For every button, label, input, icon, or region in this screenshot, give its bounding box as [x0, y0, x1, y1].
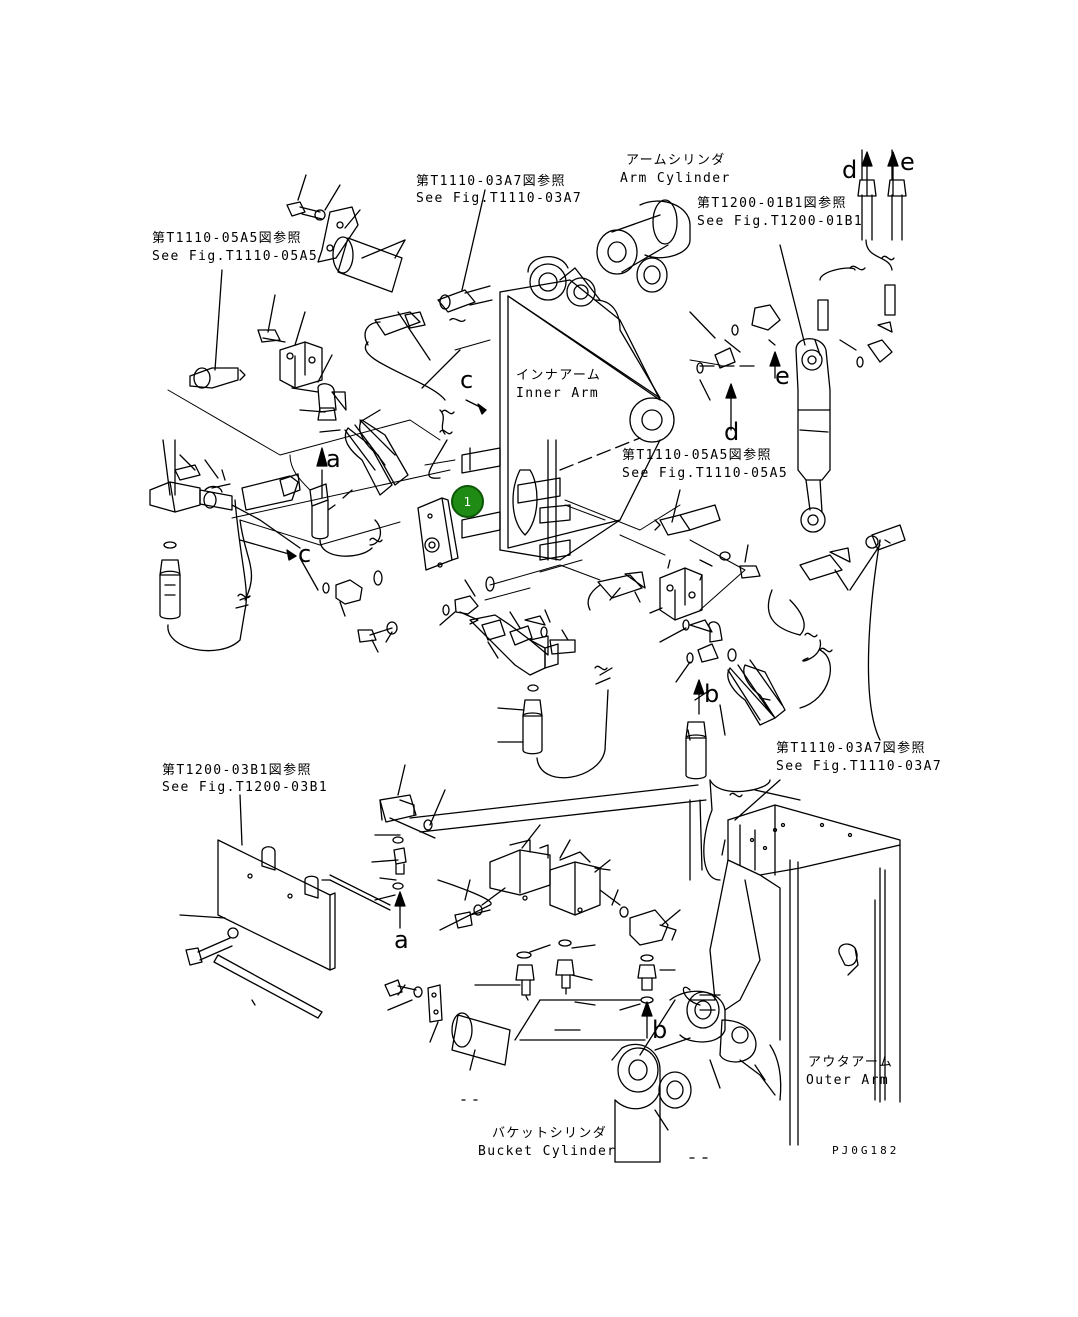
outer-arm-label-en: Outer Arm	[806, 1073, 890, 1088]
arm-cylinder-rod-end	[596, 199, 691, 293]
letter-c-left: c	[298, 540, 312, 568]
ref-t1200-01b1-jp: 第T1200-01B1図参照	[697, 196, 847, 211]
mid-left-plate	[322, 497, 495, 643]
arm-cylinder-body	[696, 179, 907, 533]
ref-t1110-03a7-top-en: See Fig.T1110-03A7	[416, 191, 583, 206]
arm-cylinder-label-en: Arm Cylinder	[620, 171, 731, 186]
bucket-cylinder-label-jp: バケットシリンダ	[492, 1126, 608, 1141]
ref-t1200-01b1-en: See Fig.T1200-01B1	[697, 214, 864, 229]
letter-b-bottom: b	[652, 1016, 668, 1044]
ref-t1110-05a5-left-en: See Fig.T1110-05A5	[152, 249, 319, 264]
lower-left-plate	[185, 839, 391, 1019]
left-manifold	[189, 311, 426, 496]
outer-arm	[682, 779, 901, 1146]
inner-arm-frame	[499, 256, 761, 561]
ref-t1200-03b1-jp: 第T1200-03B1図参照	[162, 763, 312, 778]
callout-marker-1[interactable]: 1	[451, 485, 484, 518]
top-left-pins	[286, 174, 493, 313]
top-right-leaders	[689, 149, 893, 401]
lower-leaders	[179, 764, 801, 1131]
lower-beam	[379, 784, 707, 1066]
letter-c-mid: c	[460, 366, 474, 394]
hose-tildes	[237, 255, 895, 1159]
bucket-cylinder	[611, 990, 726, 1163]
arm-cylinder-label-jp: アームシリンダ	[626, 153, 726, 168]
hose-breaks	[239, 341, 821, 662]
letter-a-left: a	[326, 445, 341, 473]
letter-e-top: e	[900, 148, 915, 176]
ref-t1110-03a7-right-en: See Fig.T1110-03A7	[776, 759, 943, 774]
inner-arm-label-jp: インナアーム	[516, 368, 602, 383]
letter-d-top: d	[842, 156, 858, 184]
ref-t1110-05a5-mid-jp: 第T1110-05A5図参照	[622, 448, 772, 463]
lower-mid-block	[469, 614, 613, 779]
letter-a-bottom: a	[394, 926, 409, 954]
right-manifold	[587, 504, 906, 793]
ref-t1110-03a7-top-jp: 第T1110-03A7図参照	[416, 174, 566, 189]
inner-arm-label-en: Inner Arm	[516, 386, 600, 401]
ref-t1110-05a5-left-jp: 第T1110-05A5図参照	[152, 231, 302, 246]
ref-t1110-03a7-right-jp: 第T1110-03A7図参照	[776, 741, 926, 756]
phantom-lines	[167, 339, 746, 611]
outer-arm-label-jp: アウタアーム	[808, 1055, 894, 1070]
middle-leaders	[179, 189, 891, 743]
ref-t1110-05a5-mid-en: See Fig.T1110-05A5	[622, 466, 789, 481]
far-left-assembly	[149, 439, 329, 652]
inner-arm-brackets	[461, 447, 571, 561]
ref-t1200-03b1-en: See Fig.T1200-03B1	[162, 780, 329, 795]
drawing-code: PJ0G182	[832, 1144, 900, 1157]
letter-d-mid: d	[724, 418, 740, 446]
letter-b-right: b	[704, 680, 720, 708]
direction-arrows	[239, 151, 899, 1039]
bucket-cylinder-label-en: Bucket Cylinder	[478, 1144, 617, 1159]
letter-e-mid: e	[775, 362, 790, 390]
